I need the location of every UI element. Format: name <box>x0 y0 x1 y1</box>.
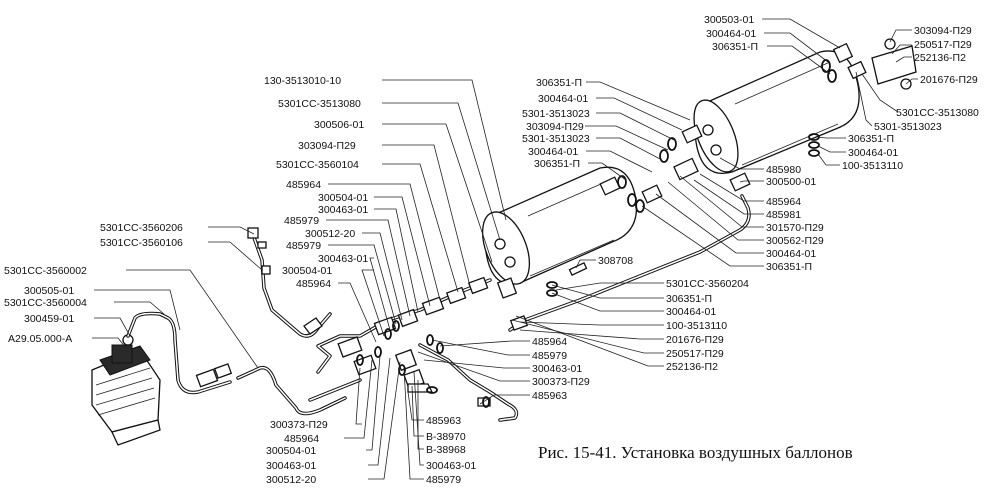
fittings <box>195 38 917 407</box>
label-485963: 485963 <box>532 390 567 402</box>
label-485963: 485963 <box>426 415 461 427</box>
label-5301cc-3560004: 5301СС-3560004 <box>4 297 87 309</box>
drawing <box>91 18 918 480</box>
label-5301cc-3560104: 5301СС-3560104 <box>276 159 359 171</box>
label-300464-01: 300464-01 <box>706 28 756 40</box>
label-485964: 485964 <box>286 179 321 191</box>
label-5301-3513023: 5301-3513023 <box>874 121 942 133</box>
label-100-3513110: 100-3513110 <box>666 320 727 332</box>
label-5301cc-3513080: 5301СС-3513080 <box>278 98 361 110</box>
label-485979: 485979 <box>284 215 319 227</box>
label-300463-01: 300463-01 <box>266 460 316 472</box>
label-300504-01: 300504-01 <box>318 192 368 204</box>
label-485980: 485980 <box>766 164 801 176</box>
label-485979: 485979 <box>286 240 321 252</box>
label-250517-p29: 250517-П29 <box>666 348 724 360</box>
label-5301cc-3560106: 5301СС-3560106 <box>100 237 183 249</box>
label-308708: 308708 <box>598 255 633 267</box>
label-300463-01: 300463-01 <box>532 363 582 375</box>
label-300464-01: 300464-01 <box>666 306 716 318</box>
label-201676-p29: 201676-П29 <box>666 334 724 346</box>
label-300463-01: 300463-01 <box>318 253 368 265</box>
label-a29-05-000-a: А29.05.000-А <box>8 333 72 345</box>
washers <box>356 59 837 408</box>
label-306351-p: 306351-П <box>534 158 580 170</box>
label-100-3513110: 100-3513110 <box>842 160 903 172</box>
label-306351-p: 306351-П <box>536 77 582 89</box>
label-303094-p29: 303094-П29 <box>526 121 584 133</box>
label-5301-3513023: 5301-3513023 <box>522 108 590 120</box>
label-485981: 485981 <box>766 209 801 221</box>
label-300373-p29: 300373-П29 <box>532 376 590 388</box>
label-300464-01: 300464-01 <box>766 248 816 260</box>
label-306351-p: 306351-П <box>712 41 758 53</box>
label-306351-p: 306351-П <box>766 261 812 273</box>
label-300506-01: 300506-01 <box>314 119 364 131</box>
figure-caption: Рис. 15-41. Установка воздушных баллонов <box>538 443 853 462</box>
label-485964: 485964 <box>532 336 567 348</box>
label-5301cc-3560206: 5301СС-3560206 <box>100 222 183 234</box>
label-300464-01: 300464-01 <box>848 147 898 159</box>
pipe-network <box>126 194 751 422</box>
label-306351-p: 306351-П <box>666 293 712 305</box>
label-301570-p29: 301570-П29 <box>766 222 824 234</box>
label-303094-p29: 303094-П29 <box>914 25 972 37</box>
label-300463-01: 300463-01 <box>426 460 476 472</box>
label-300504-01: 300504-01 <box>282 265 332 277</box>
label-5301-3513023: 5301-3513023 <box>522 133 590 145</box>
leader-lines <box>92 18 918 480</box>
label-b-38968: В-38968 <box>426 444 466 456</box>
label-306351-p: 306351-П <box>848 133 894 145</box>
label-485964: 485964 <box>296 278 331 290</box>
label-300512-20: 300512-20 <box>305 228 355 240</box>
label-485979: 485979 <box>532 350 567 362</box>
air-compressor <box>91 334 161 446</box>
label-485979: 485979 <box>426 474 461 486</box>
label-300464-01: 300464-01 <box>538 93 588 105</box>
label-300562-p29: 300562-П29 <box>766 235 824 247</box>
label-201676-p29: 201676-П29 <box>920 74 978 86</box>
label-b-38970: В-38970 <box>426 431 466 443</box>
label-485964: 485964 <box>766 196 801 208</box>
label-5301cc-3560204: 5301СС-3560204 <box>666 278 749 290</box>
label-5301cc-3560002: 5301СС-3560002 <box>4 265 87 277</box>
air-cylinder-rear <box>693 50 860 174</box>
label-300464-01: 300464-01 <box>528 146 578 158</box>
part-labels: 130-3513010-10 5301СС-3513080 300506-01 … <box>4 14 979 486</box>
label-485964: 485964 <box>284 433 319 445</box>
label-250517-p29: 250517-П29 <box>914 39 972 51</box>
label-300373-p29: 300373-П29 <box>270 419 328 431</box>
label-300459-01: 300459-01 <box>24 313 74 325</box>
label-300503-01: 300503-01 <box>704 14 754 26</box>
label-300512-20: 300512-20 <box>266 474 316 486</box>
label-252136-p2: 252136-П2 <box>914 52 966 64</box>
label-303094-p29: 303094-П29 <box>298 140 356 152</box>
label-300500-01: 300500-01 <box>766 176 816 188</box>
label-300463-01: 300463-01 <box>318 204 368 216</box>
label-300505-01: 300505-01 <box>24 285 74 297</box>
label-252136-p2: 252136-П2 <box>666 361 718 373</box>
label-300504-01: 300504-01 <box>266 445 316 457</box>
label-130-3513010-10: 130-3513010-10 <box>264 75 341 87</box>
label-5301cc-3513080: 5301СС-3513080 <box>896 107 979 119</box>
